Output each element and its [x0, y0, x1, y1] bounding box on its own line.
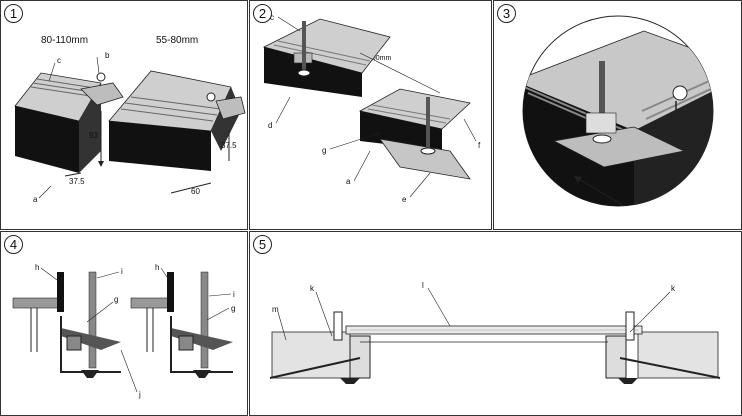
- step-number-2: 2: [253, 4, 272, 23]
- panel-4-drawing: [12, 267, 233, 393]
- panel-4: 4 h: [0, 231, 248, 416]
- dim-1: 37.5: [69, 177, 85, 186]
- panel-5: 5 m k l k: [249, 231, 742, 416]
- panel-1: 1 80-110mm 55-80mm: [0, 0, 248, 230]
- panel-2: 2 600mm c d g a: [249, 0, 492, 230]
- label-k: k: [310, 284, 314, 293]
- panel-2-drawing: [262, 16, 477, 198]
- label-a: a: [346, 177, 351, 186]
- width-range-label-b: 55-80mm: [156, 35, 199, 46]
- label-l: l: [422, 281, 424, 290]
- panel-1-drawing: [14, 56, 246, 199]
- label-h: h: [155, 263, 160, 272]
- dim-4: 37.5: [221, 141, 237, 150]
- panel-3: 3: [493, 0, 742, 230]
- width-range-label-a: 80-110mm: [41, 35, 89, 46]
- label-f: f: [478, 141, 481, 150]
- spacing-label: 600mm: [368, 55, 392, 62]
- label-c: c: [270, 13, 274, 22]
- label-m: m: [272, 305, 279, 314]
- label-h: h: [35, 263, 40, 272]
- label-c: c: [57, 56, 61, 65]
- label-a: a: [33, 195, 38, 204]
- label-j: j: [139, 390, 141, 399]
- step-number-4: 4: [4, 235, 23, 254]
- label-g: g: [231, 304, 236, 313]
- label-g: g: [114, 295, 119, 304]
- label-e: e: [402, 195, 407, 204]
- step-number-5: 5: [253, 235, 272, 254]
- label-i: i: [233, 290, 235, 299]
- dim-3: 93: [89, 131, 98, 140]
- label-g: g: [322, 146, 327, 155]
- step-number-1: 1: [4, 4, 23, 23]
- label-i: i: [121, 267, 123, 276]
- panel-3-drawing: [522, 15, 714, 207]
- label-d: d: [268, 121, 273, 130]
- label-k: k: [671, 284, 675, 293]
- label-b: b: [105, 51, 110, 60]
- step-number-3: 3: [497, 4, 516, 23]
- dim-2: 60: [191, 187, 200, 196]
- panel-5-drawing: [269, 287, 721, 384]
